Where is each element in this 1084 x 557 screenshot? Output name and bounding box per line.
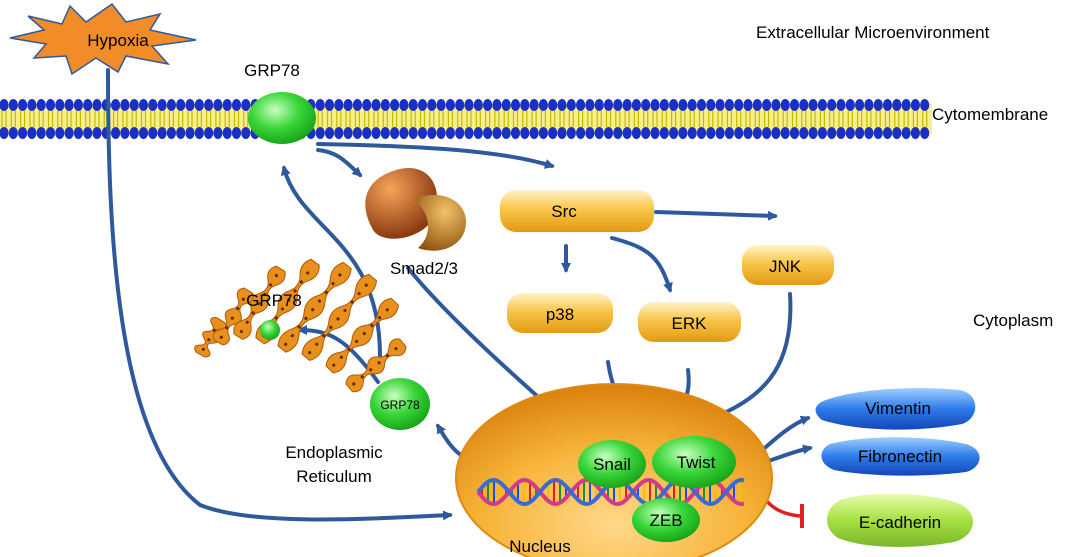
extracellular-label: Extracellular Microenvironment <box>756 23 990 42</box>
kinase-src-label: Src <box>551 202 577 221</box>
endoplasmic-reticulum: GRP78 Endoplasmic Reticulum <box>194 258 407 486</box>
er-label-line1: Endoplasmic <box>285 443 383 462</box>
hypoxia-label: Hypoxia <box>87 31 149 50</box>
arrow-src-to-erk <box>610 236 673 293</box>
cytoplasm-label: Cytoplasm <box>973 311 1053 330</box>
hypoxia-stimulus: Hypoxia <box>9 2 197 76</box>
kinase-jnk: JNK <box>742 245 834 285</box>
arrow-grp78-to-smad <box>316 148 363 178</box>
nucleus-label: Nucleus <box>509 537 570 556</box>
kinase-jnk-label: JNK <box>769 257 802 276</box>
marker-ecadherin-label: E-cadherin <box>859 513 941 532</box>
grp78-membrane-protein: GRP78 <box>244 61 316 144</box>
arrow-jnk-to-nucleus <box>709 292 793 421</box>
arrow-hypoxia-to-nucleus <box>106 68 453 522</box>
marker-vimentin-label: Vimentin <box>865 399 931 418</box>
cell-membrane <box>0 99 932 139</box>
kinase-erk: ERK <box>638 302 741 342</box>
cytomembrane-label: Cytomembrane <box>932 105 1048 124</box>
kinase-erk-label: ERK <box>672 314 708 333</box>
marker-vimentin: Vimentin <box>815 388 976 430</box>
grp78-cyto-label: GRP78 <box>380 398 420 412</box>
er-label-line2: Reticulum <box>296 467 372 486</box>
grp78-cytoplasm-protein: GRP78 <box>370 378 430 430</box>
tf-zeb-label: ZEB <box>649 511 682 530</box>
tf-zeb: ZEB <box>632 498 700 542</box>
marker-ecadherin: E-cadherin <box>826 493 973 547</box>
kinase-p38-label: p38 <box>546 305 574 324</box>
smad-protein: Smad2/3 <box>365 168 466 278</box>
tf-snail-label: Snail <box>593 455 631 474</box>
arrow-grp78-to-src <box>316 142 555 169</box>
arrow-grp78-to-membrane <box>280 165 382 358</box>
tf-twist-label: Twist <box>677 453 716 472</box>
kinase-p38: p38 <box>507 293 613 333</box>
tf-snail: Snail <box>578 440 646 488</box>
grp78-er-label: GRP78 <box>246 291 302 310</box>
grp78-membrane-label: GRP78 <box>244 61 300 80</box>
tf-twist: Twist <box>652 436 736 488</box>
marker-fibronectin: Fibronectin <box>821 437 980 476</box>
kinase-src: Src <box>500 190 654 232</box>
arrow-src-to-jnk <box>654 210 778 221</box>
marker-fibronectin-label: Fibronectin <box>858 447 942 466</box>
smad-label: Smad2/3 <box>390 259 458 278</box>
